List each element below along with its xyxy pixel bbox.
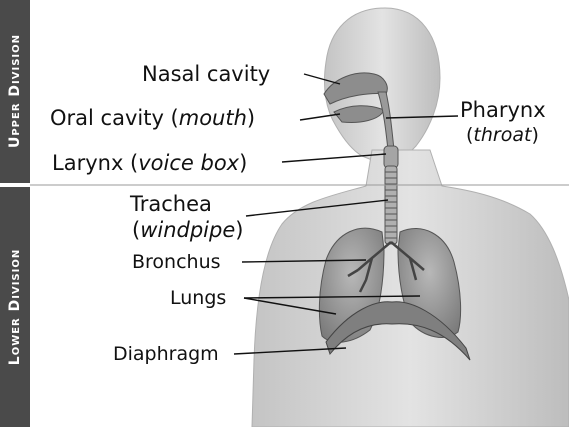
- label-oral-cavity: Oral cavity (mouth): [50, 106, 255, 130]
- label-bronchus: Bronchus: [132, 251, 221, 273]
- label-pharynx: Pharynx: [460, 98, 546, 122]
- label-pharynx-paren: (throat): [466, 124, 539, 146]
- pharynx-paren-text: throat: [473, 124, 531, 146]
- pharynx-paren-close: ): [531, 124, 538, 146]
- trachea-paren-text: windpipe: [140, 218, 235, 242]
- lower-division-label: Lower Division: [7, 249, 23, 365]
- label-trachea: Trachea: [130, 192, 212, 216]
- oral-cavity-paren: mouth: [179, 106, 247, 130]
- diaphragm-text: Diaphragm: [113, 343, 219, 365]
- lungs-text: Lungs: [170, 287, 226, 309]
- larynx-text: Larynx (: [52, 151, 138, 175]
- label-larynx: Larynx (voice box): [52, 151, 247, 175]
- oral-cavity-close: ): [247, 106, 255, 130]
- bronchus-text: Bronchus: [132, 251, 221, 273]
- label-lungs: Lungs: [170, 287, 226, 309]
- label-trachea-paren: (windpipe): [132, 218, 243, 242]
- upper-division-label: Upper Division: [7, 34, 23, 148]
- larynx-close: ): [239, 151, 247, 175]
- label-diaphragm: Diaphragm: [113, 343, 219, 365]
- trachea-paren-open: (: [132, 218, 140, 242]
- larynx-shape: [384, 146, 398, 168]
- pharynx-text: Pharynx: [460, 98, 546, 122]
- upper-division-band: Upper Division: [0, 0, 30, 183]
- larynx-paren: voice box: [138, 151, 239, 175]
- lower-division-band: Lower Division: [0, 187, 30, 427]
- oral-cavity-text: Oral cavity (: [50, 106, 179, 130]
- nasal-cavity-text: Nasal cavity: [142, 62, 270, 86]
- trachea-paren-close: ): [235, 218, 243, 242]
- label-nasal-cavity: Nasal cavity: [142, 62, 270, 86]
- trachea-text: Trachea: [130, 192, 212, 216]
